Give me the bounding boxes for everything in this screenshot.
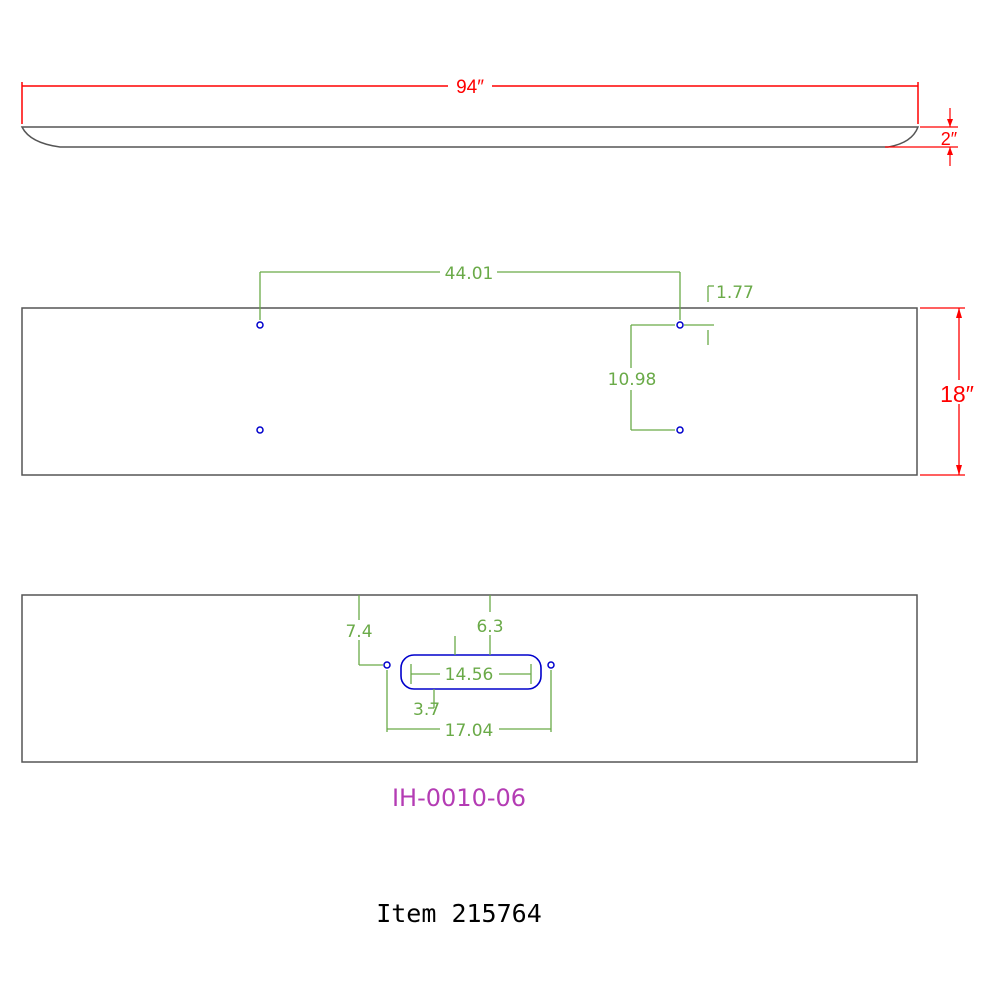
front-height-arrow-top bbox=[956, 308, 962, 318]
mounting-hole-top-left bbox=[256, 321, 264, 329]
item-label: Item 215764 bbox=[376, 899, 542, 928]
mounting-hole-bottom-left bbox=[256, 426, 264, 434]
bottom-view-outline bbox=[21, 594, 918, 763]
edge-offset-label: 1.77 bbox=[716, 283, 754, 303]
bottom-hole-spacing-label: 17.04 bbox=[445, 721, 494, 741]
top-view: 94″ 2″ bbox=[20, 77, 958, 166]
front-height-arrow-bottom bbox=[956, 465, 962, 475]
slot-hole-left bbox=[383, 661, 391, 669]
license-plate-slot bbox=[400, 654, 542, 690]
height-arrow-bottom bbox=[947, 147, 953, 155]
mounting-hole-top-right bbox=[676, 321, 684, 329]
front-view-outline bbox=[21, 307, 918, 476]
slot-offset-label: 6.3 bbox=[476, 617, 503, 637]
top-view-profile bbox=[20, 126, 920, 148]
slot-gap-label: 3.7 bbox=[413, 700, 440, 720]
height-arrow-top bbox=[947, 119, 953, 127]
slot-hole-right bbox=[547, 661, 555, 669]
hole-spacing-label: 44.01 bbox=[445, 264, 494, 284]
bottom-view: 7.4 6.3 14.56 3.7 17.04 bbox=[21, 594, 918, 763]
mounting-hole-bottom-right bbox=[676, 426, 684, 434]
hole-offset-label: 7.4 bbox=[345, 622, 372, 642]
front-view: 44.01 1.77 10.98 18″ bbox=[21, 264, 974, 476]
part-number: IH-0010-06 bbox=[392, 784, 526, 812]
vertical-spacing-label: 10.98 bbox=[608, 370, 657, 390]
slot-length-label: 14.56 bbox=[445, 665, 494, 685]
height-label: 2″ bbox=[941, 129, 958, 149]
length-label: 94″ bbox=[456, 77, 484, 98]
front-height-label: 18″ bbox=[940, 381, 974, 407]
